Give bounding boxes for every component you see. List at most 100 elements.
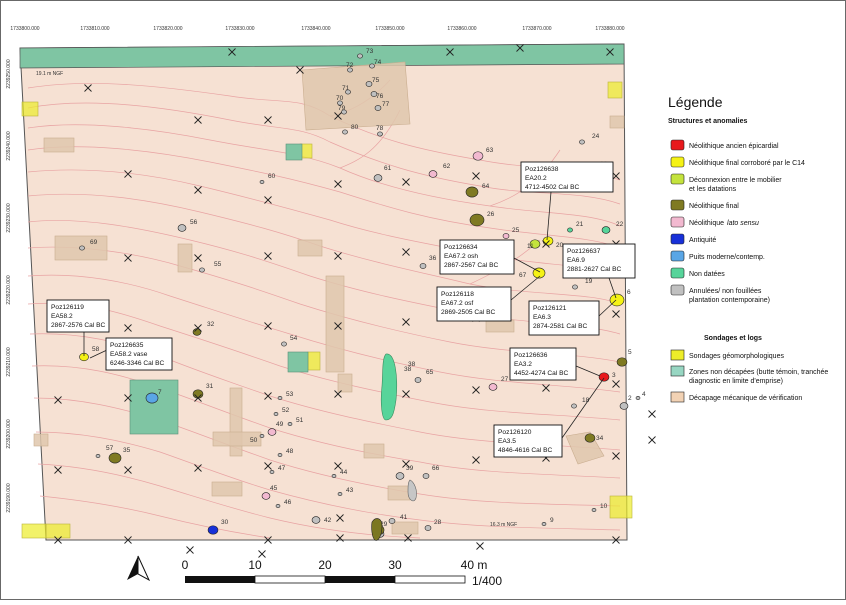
feature-39: 39 (395, 465, 414, 480)
feature-67: 67 (519, 267, 546, 279)
feature-75: 75 (365, 77, 380, 87)
survey-cross-icon (402, 318, 410, 326)
callout-line: Poz126118 (441, 291, 474, 298)
legend-label: Zones non décapées (butte témoin, tranch… (689, 369, 828, 376)
feature-shape (579, 139, 585, 145)
feature-shape (591, 507, 597, 512)
elevation-label-top: 19.1 m NGF (36, 71, 63, 77)
legend-label: Néolithique final corroboré par le C14 (689, 160, 805, 167)
feature-74: 74 (369, 59, 382, 69)
feature-shape (277, 395, 283, 400)
feature-shape (365, 81, 373, 87)
survey-cross-icon (264, 322, 272, 330)
scale-label-10: 10 (248, 558, 262, 572)
feature-number: 11 (527, 243, 534, 250)
feature-number: 39 (406, 465, 414, 472)
feature-number: 69 (90, 239, 98, 246)
callout-line: Poz126636 (514, 352, 548, 359)
feature-29-shape (371, 518, 383, 541)
feature-number: 20 (556, 242, 564, 249)
survey-cross-icon (516, 44, 524, 52)
survey-cross-icon (612, 310, 620, 318)
feature-78: 78 (376, 125, 384, 137)
survey-cross-icon (472, 456, 480, 464)
survey-cross-icon (542, 384, 550, 392)
callout-line: 2867-2567 Cal BC (444, 262, 498, 269)
feature-shape (277, 452, 283, 457)
feature-72: 72 (346, 62, 354, 73)
feature-shape (95, 453, 101, 458)
feature-24: 24 (579, 133, 600, 145)
feature-number: 74 (374, 59, 382, 66)
legend-label: Non datées (689, 271, 725, 278)
scale-label-40: 40 m (461, 558, 488, 572)
feature-number: 60 (268, 173, 276, 180)
feature-27: 27 (488, 376, 509, 391)
feature-79: 79 (338, 105, 347, 115)
survey-cross-icon (402, 178, 410, 186)
legend-swatch (670, 233, 685, 245)
survey-cross-icon (84, 84, 92, 92)
feature-number: 57 (106, 445, 114, 452)
survey-cross-icon (194, 324, 202, 332)
feature-60: 60 (259, 173, 276, 185)
feature-69: 69 (79, 239, 98, 251)
feature-shape (273, 411, 279, 416)
feature-70: 70 (336, 95, 344, 106)
scale-label-30: 30 (388, 558, 402, 572)
survey-cross-icon (542, 240, 550, 248)
feature-number: 48 (286, 448, 294, 455)
feature-6: 6 (609, 289, 631, 307)
feature-number: 77 (382, 101, 390, 108)
feature-number: 45 (270, 485, 278, 492)
survey-cross-icon (612, 380, 620, 388)
survey-cross-icon (612, 172, 620, 180)
feature-80: 80 (342, 124, 359, 135)
feature-63: 63 (472, 147, 494, 161)
feature-shape (342, 129, 348, 135)
feature-shape (357, 53, 363, 59)
legend-item: Décapage mécanique de vérification (670, 391, 802, 403)
feature-shape (177, 224, 187, 232)
feature-shape (261, 492, 271, 500)
feature-shape (567, 227, 573, 233)
survey-cross-icon (124, 254, 132, 262)
scale-ratio: 1/400 (472, 574, 502, 588)
callout-line: 4846-4616 Cal BC (498, 447, 552, 454)
legend-item: Zones non décapées (butte témoin, tranch… (670, 365, 828, 385)
survey-cross-icon (124, 394, 132, 402)
legend-swatch (670, 173, 685, 185)
feature-shape (488, 383, 498, 391)
feature-3: 3 (598, 372, 616, 382)
feature-66: 66 (422, 465, 440, 479)
feature-shape (281, 341, 287, 347)
feature-shape (373, 174, 383, 182)
feature-28: 28 (424, 519, 442, 531)
feature-number: 80 (351, 124, 359, 131)
survey-cross-icon (334, 112, 342, 120)
legend-item: Antiquité (670, 233, 716, 245)
feature-shape (207, 525, 219, 535)
feature-number: 7 (158, 389, 162, 396)
feature-shape (275, 503, 281, 508)
feature-number: 73 (366, 48, 374, 55)
feature-51: 51 (287, 417, 304, 426)
feature-number: 65 (426, 369, 434, 376)
survey-cross-icon (228, 48, 236, 56)
left-axis-label: 2239220.000 (6, 275, 12, 304)
feature-number: 62 (443, 163, 451, 170)
survey-cross-icon (186, 546, 194, 554)
feature-shape (584, 433, 596, 443)
legend-swatch (670, 349, 685, 361)
feature-shape (422, 473, 430, 479)
feature-number: 70 (336, 95, 344, 102)
